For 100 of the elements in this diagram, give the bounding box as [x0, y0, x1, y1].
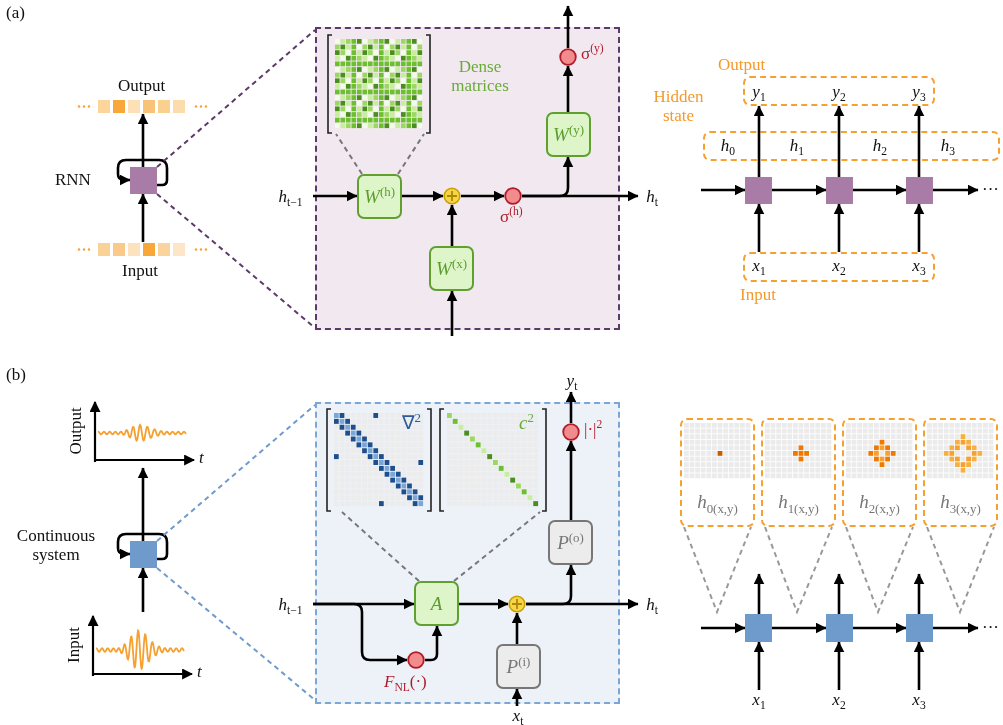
math-label: y$_{1}$ — [748, 78, 770, 106]
cell-square — [906, 614, 933, 642]
arrow — [753, 105, 765, 177]
cell-square — [826, 177, 853, 204]
math-label: h$_{t}$ — [638, 594, 666, 616]
dashed-line — [335, 133, 363, 175]
arrow — [461, 190, 505, 202]
state-card — [842, 418, 917, 527]
math-label: x$_{3}$ — [907, 252, 931, 280]
math-label: y$_{t}$ — [560, 370, 584, 392]
arrow — [701, 184, 746, 196]
math-label: h$_{2}$ — [868, 136, 892, 156]
arrow — [913, 105, 925, 177]
math-label: h$_{3}$ — [936, 136, 960, 156]
cell-square — [130, 541, 157, 568]
activation-circle — [504, 187, 522, 205]
loop-arrow — [116, 532, 169, 561]
arrow — [402, 190, 444, 202]
node-label: Input — [740, 286, 776, 305]
arrow — [565, 440, 577, 520]
arrow — [933, 184, 979, 196]
arrow — [913, 203, 925, 252]
activation-circle — [562, 423, 580, 441]
arrow — [313, 602, 408, 666]
activation-circle — [407, 651, 425, 669]
node-label: Output — [718, 56, 766, 75]
arrow — [701, 622, 746, 634]
node-label: Output — [118, 77, 166, 96]
node-label: σ$^{(y)}$ — [581, 45, 604, 64]
dashed-line — [341, 511, 420, 582]
dashed-line — [764, 526, 833, 615]
state-card — [923, 418, 998, 527]
arrow — [833, 573, 845, 614]
weight-box: W$^{(h)}$ — [357, 174, 402, 219]
math-label: x$_{t}$ — [506, 706, 530, 725]
arrow — [137, 567, 149, 612]
arrow — [522, 156, 574, 198]
matrix-label: ∇$^{2}$ — [401, 413, 421, 434]
cell-square — [130, 167, 157, 194]
math-label: x$_{2}$ — [827, 690, 851, 710]
cell-square — [826, 614, 853, 642]
cell-square — [745, 177, 772, 204]
math-label: x$_{1}$ — [747, 252, 771, 280]
sum-circle — [508, 595, 526, 613]
math-label: ··· — [978, 180, 1003, 200]
axis-label: t — [199, 449, 204, 468]
arrow — [753, 573, 765, 614]
sequence-box — [743, 252, 935, 282]
axis-label: Input — [64, 627, 84, 663]
weight-box: A — [414, 581, 459, 626]
sequence-box — [743, 76, 935, 106]
node-label: σ$^{(h)}$ — [500, 208, 523, 227]
math-label: x$_{2}$ — [827, 252, 851, 280]
dashed-line — [683, 526, 752, 615]
arrow — [137, 467, 149, 541]
weight-box: W$^{(x)}$ — [429, 246, 474, 291]
axis-label: Output — [66, 407, 86, 455]
math-label: x$_{3}$ — [907, 690, 931, 710]
node-label: Input — [122, 262, 158, 281]
arrow — [446, 204, 458, 246]
dashed-line — [453, 511, 541, 582]
dashed-line — [926, 526, 995, 615]
panel-label: (a) — [6, 4, 25, 23]
arrow — [933, 622, 979, 634]
math-label: h$_{0}$ — [716, 136, 740, 156]
arrow — [913, 641, 925, 690]
projection-box: P$^{(o)}$ — [548, 520, 593, 565]
arrow — [446, 290, 458, 336]
arrow — [562, 5, 574, 48]
cell-square — [745, 614, 772, 642]
dashed-line — [156, 193, 316, 329]
math-label: h$_{t−1}$ — [268, 186, 313, 208]
dashed-line — [156, 29, 316, 168]
arrow — [833, 105, 845, 177]
zoom-panel — [315, 27, 620, 330]
panel-label: (b) — [6, 366, 26, 385]
activation-circle — [559, 48, 577, 66]
matrix-drawing — [326, 34, 432, 134]
dashed-line — [156, 567, 316, 701]
zoom-panel — [315, 402, 620, 704]
arrow — [511, 612, 523, 644]
math-label: h$_{t}$ — [638, 186, 666, 208]
arrow — [459, 598, 509, 610]
vector-strip — [76, 242, 210, 257]
arrow — [137, 193, 149, 242]
arrow — [562, 65, 574, 112]
node-label: F$_{NL}$(·) — [384, 673, 427, 692]
node-label: RNN — [55, 171, 91, 190]
state-card — [680, 418, 755, 527]
arrow — [137, 113, 149, 167]
state-card — [761, 418, 836, 527]
dashed-line — [845, 526, 914, 615]
projection-box: P$^{(i)}$ — [496, 644, 541, 689]
arrow — [753, 641, 765, 690]
arrow — [772, 184, 827, 196]
arrow — [511, 688, 523, 706]
arrow — [853, 184, 907, 196]
arrow — [753, 203, 765, 252]
math-label: y$_{2}$ — [828, 78, 850, 106]
node-label: Dense matrices — [450, 58, 510, 96]
